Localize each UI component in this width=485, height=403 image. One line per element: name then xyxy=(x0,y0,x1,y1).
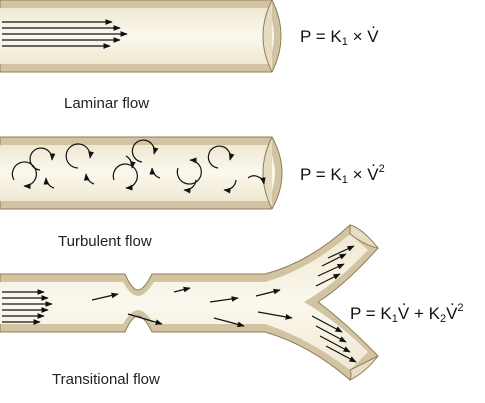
transitional-tube xyxy=(0,224,380,381)
eddy-arrow xyxy=(131,139,159,163)
transitional-arrow xyxy=(317,263,345,277)
transitional-arrow xyxy=(173,286,191,293)
eq-exponent: 2 xyxy=(457,302,464,314)
eq-exponent: 2 xyxy=(378,163,385,175)
turbulent-equation: P = K1 × V2 xyxy=(300,154,385,186)
transitional-arrow xyxy=(257,311,293,320)
eq-times: × xyxy=(347,27,368,46)
transitional-arrow xyxy=(213,317,245,328)
eq-flow-rate: V xyxy=(367,154,378,185)
eddy-arrow xyxy=(125,155,136,169)
transitional-arrow xyxy=(311,315,343,333)
eq-subscript-2: 2 xyxy=(439,313,447,325)
eq-times: × xyxy=(347,165,368,184)
eq-lhs: P = K xyxy=(300,165,342,184)
transitional-arrow xyxy=(319,335,351,353)
transitional-arrow xyxy=(321,253,347,267)
eq-subscript: 1 xyxy=(341,36,348,48)
eddy-arrow xyxy=(29,147,56,171)
transitional-label: Transitional flow xyxy=(52,371,160,388)
eddy-arrow xyxy=(83,173,95,185)
transitional-arrow xyxy=(209,296,239,303)
laminar-label: Laminar flow xyxy=(64,95,150,112)
transitional-arrow xyxy=(315,325,347,343)
eq-flow-rate-2: V xyxy=(446,293,457,324)
eddy-arrow xyxy=(65,143,94,169)
eq-flow-rate: V xyxy=(398,293,409,324)
laminar-tube xyxy=(0,0,282,73)
eq-lhs: P = K xyxy=(350,304,392,323)
eq-lhs: P = K xyxy=(300,27,342,46)
transitional-arrow xyxy=(255,288,281,297)
eddy-arrow xyxy=(183,179,197,194)
turbulent-label: Turbulent flow xyxy=(58,233,152,250)
eddy-arrow xyxy=(207,145,235,169)
transitional-arrow xyxy=(91,292,119,301)
laminar-equation: P = K1 × V xyxy=(300,16,379,48)
transitional-arrow xyxy=(327,245,355,259)
eddy-arrow xyxy=(223,179,237,194)
eddy-arrow xyxy=(247,175,266,185)
eq-subscript: 1 xyxy=(391,313,398,325)
turbulent-eddies xyxy=(11,139,266,194)
eddy-arrow xyxy=(43,177,55,189)
transitional-arrow xyxy=(315,273,341,287)
transitional-arrow xyxy=(127,313,163,325)
eq-flow-rate: V xyxy=(367,16,378,47)
transitional-arrow xyxy=(325,345,357,363)
eddy-arrow xyxy=(149,167,161,179)
transitional-equation: P = K1V + K2V2 xyxy=(350,293,464,325)
transitional-arrows xyxy=(2,245,357,363)
eq-subscript: 1 xyxy=(341,174,348,186)
eq-plus: + K xyxy=(409,304,440,323)
laminar-arrows xyxy=(2,19,128,49)
